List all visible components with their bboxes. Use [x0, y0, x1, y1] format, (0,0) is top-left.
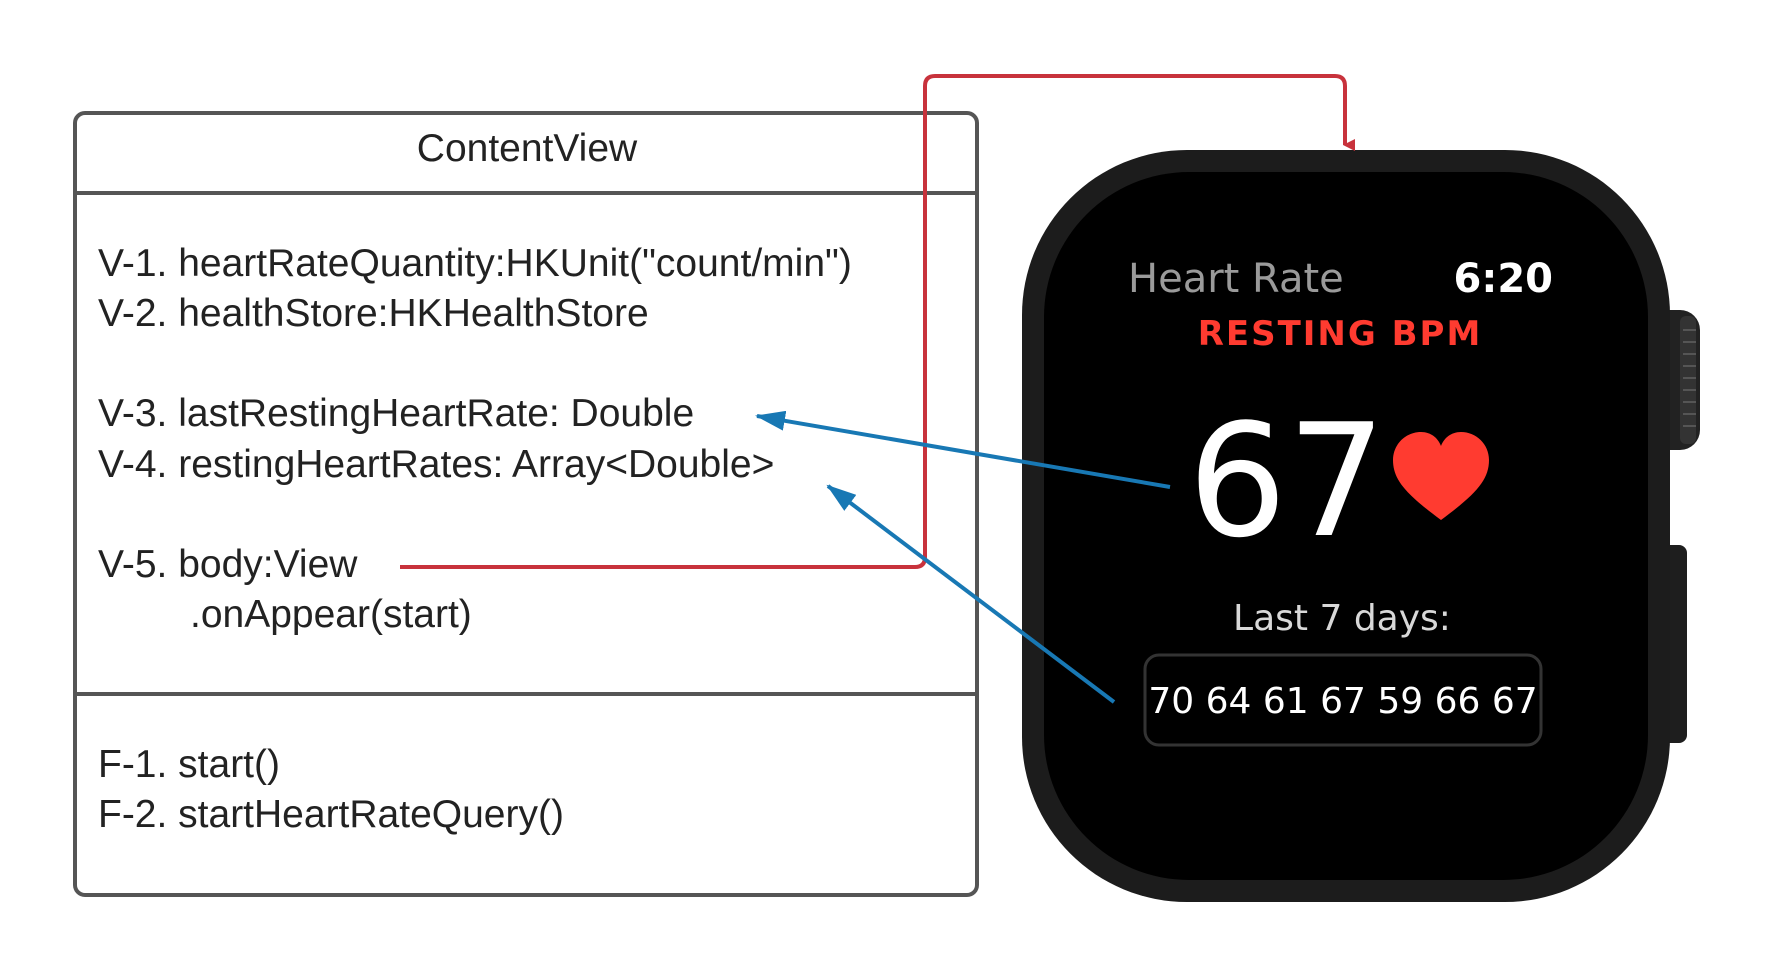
- watch-history-box: [1143, 653, 1543, 747]
- blue-connector-bpm-to-v3: [755, 410, 1171, 489]
- watch-history-label: Last 7 days:: [1233, 598, 1451, 639]
- variable-v2: V-2. healthStore:HKHealthStore: [98, 292, 649, 335]
- watch-time: 6:20: [1454, 256, 1554, 302]
- blue-connector-history-to-v4: [826, 484, 1116, 704]
- variable-v5-modifier: .onAppear(start): [190, 593, 472, 636]
- variable-v5: V-5. body:View: [98, 543, 358, 586]
- class-box-border: [73, 111, 979, 897]
- heart-icon: [1393, 432, 1489, 520]
- variable-v1: V-1. heartRateQuantity:HKUnit("count/min…: [98, 242, 852, 285]
- function-f1: F-1. start(): [98, 743, 280, 786]
- function-f2: F-2. startHeartRateQuery(): [98, 793, 564, 836]
- class-box-title: ContentView: [417, 127, 638, 170]
- watch-app-title: Heart Rate: [1128, 256, 1344, 302]
- watch-current-bpm: 67: [1188, 390, 1387, 572]
- watch-subtitle: RESTING BPM: [1198, 314, 1483, 354]
- variable-v3: V-3. lastRestingHeartRate: Double: [98, 392, 694, 435]
- watch-history-values: 70 64 61 67 59 66 67: [1148, 681, 1537, 722]
- variable-v4: V-4. restingHeartRates: Array<Double>: [98, 443, 774, 486]
- watch: Heart Rate 6:20 RESTING BPM 67 Last 7 da…: [1022, 150, 1700, 902]
- red-connector-body-to-watch: [400, 74, 1355, 569]
- class-box: ContentView V-1. heartRateQuantity:HKUni…: [73, 111, 979, 897]
